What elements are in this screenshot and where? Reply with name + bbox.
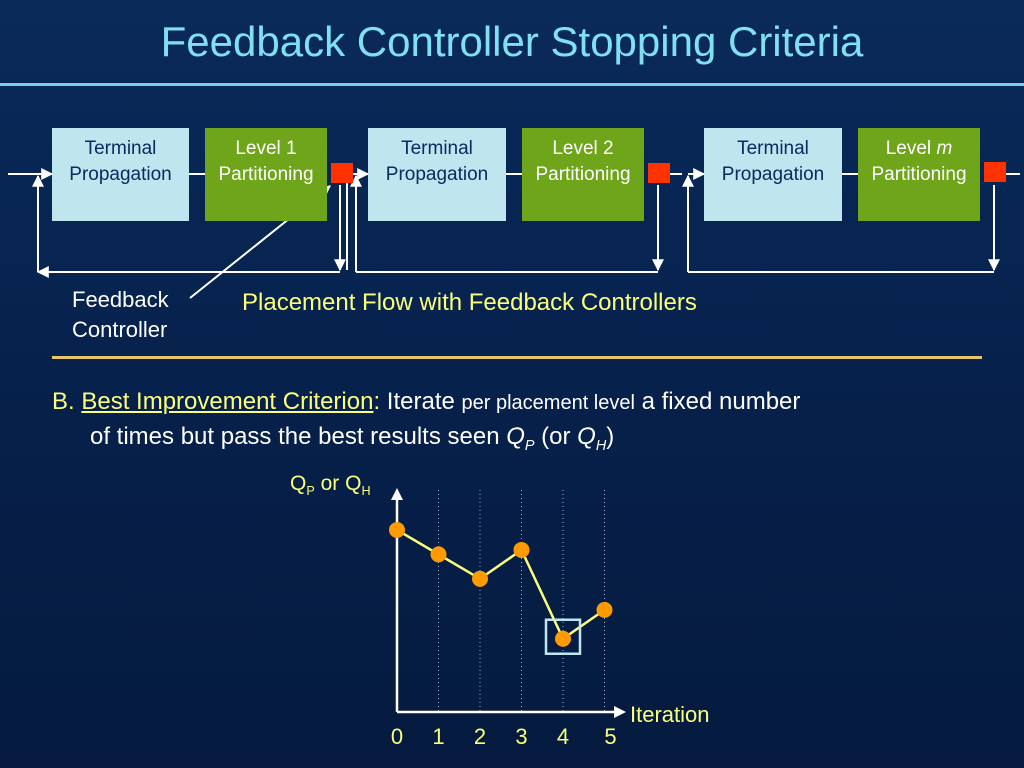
qp-symbol: Q bbox=[506, 423, 525, 450]
title-divider bbox=[0, 83, 1024, 86]
slide-title: Feedback Controller Stopping Criteria bbox=[160, 18, 864, 65]
series-line bbox=[396, 528, 606, 641]
data-point bbox=[389, 521, 405, 538]
x-tick-label: 1 bbox=[432, 724, 445, 749]
criterion-name: Best Improvement Criterion bbox=[81, 388, 374, 415]
qp-subscript: P bbox=[524, 437, 535, 454]
block-label: Level 2 bbox=[552, 138, 614, 159]
grid-lines bbox=[438, 490, 605, 712]
x-tick-label: 5 bbox=[604, 724, 617, 749]
data-point bbox=[555, 630, 571, 647]
block-label: Partitioning bbox=[535, 164, 631, 185]
criterion-text-6: ) bbox=[606, 423, 615, 450]
section-divider bbox=[52, 356, 982, 359]
ylabel-or: or Q bbox=[314, 472, 362, 495]
feedback-label-line-2: Controller bbox=[72, 317, 168, 342]
block-label: Propagation bbox=[385, 164, 489, 185]
block-label: Partitioning bbox=[871, 164, 967, 185]
data-point bbox=[430, 546, 447, 563]
feedback-controller-1 bbox=[331, 163, 353, 183]
criterion-colon: : bbox=[373, 388, 387, 415]
best-result-highlight bbox=[544, 618, 582, 655]
block-label: Terminal bbox=[84, 138, 157, 159]
data-point bbox=[596, 601, 613, 618]
flow-caption: Placement Flow with Feedback Controllers bbox=[242, 289, 697, 316]
level-m-partitioning-block: Level m Partitioning bbox=[858, 128, 980, 221]
level-2-partitioning-block: Level 2 Partitioning bbox=[522, 128, 644, 221]
block-label: Level m bbox=[858, 136, 980, 162]
x-tick-label: 4 bbox=[556, 724, 570, 749]
criterion-line-2: of times but pass the best results seen … bbox=[52, 420, 972, 463]
criterion-text-2: per placement level bbox=[461, 392, 635, 414]
data-point bbox=[472, 570, 488, 587]
data-markers bbox=[389, 521, 613, 647]
x-tick-label: 2 bbox=[473, 724, 487, 749]
block-label: Propagation bbox=[69, 164, 172, 185]
feedback-label-line-1: Feedback bbox=[72, 287, 169, 312]
qh-symbol: Q bbox=[577, 423, 596, 450]
criterion-text: B. Best Improvement Criterion: Iterate p… bbox=[52, 385, 972, 463]
block-label: Terminal bbox=[737, 138, 809, 159]
chart-y-label: QP or QH bbox=[290, 472, 371, 498]
criterion-text-1: Iterate bbox=[386, 388, 462, 415]
x-axis-arrowhead bbox=[614, 706, 626, 718]
x-tick-label: 0 bbox=[390, 724, 404, 749]
block-label: Propagation bbox=[721, 164, 825, 185]
qh-subscript: H bbox=[595, 437, 607, 454]
criterion-text-4: of times but pass the best results seen bbox=[90, 423, 507, 450]
feedback-controller-2 bbox=[648, 163, 670, 183]
criterion-prefix: B. bbox=[52, 388, 82, 415]
block-label: Partitioning bbox=[218, 164, 314, 185]
criterion-text-5: (or bbox=[534, 423, 578, 450]
y-axis-arrowhead bbox=[391, 488, 403, 500]
feedback-controller-label: Feedback Controller bbox=[72, 285, 169, 345]
feedback-controller-3 bbox=[984, 162, 1006, 182]
block-label-part: Level bbox=[885, 138, 937, 159]
block-label: Terminal bbox=[401, 138, 473, 159]
chart-x-label: Iteration bbox=[630, 702, 710, 727]
level-1-partitioning-block: Level 1 Partitioning bbox=[205, 128, 327, 221]
x-tick-label: 3 bbox=[515, 724, 528, 749]
block-label-m: m bbox=[936, 138, 953, 159]
data-point bbox=[513, 541, 530, 558]
terminal-propagation-block-3: Terminal Propagation bbox=[704, 128, 842, 221]
block-label: Level 1 bbox=[235, 138, 297, 159]
ylabel-sub-p: P bbox=[306, 484, 315, 499]
criterion-text-3: a fixed number bbox=[634, 388, 801, 415]
ylabel-q: Q bbox=[290, 472, 307, 495]
terminal-propagation-block-2: Terminal Propagation bbox=[368, 128, 506, 221]
ylabel-sub-h: H bbox=[361, 484, 371, 499]
terminal-propagation-block-1: Terminal Propagation bbox=[52, 128, 189, 221]
